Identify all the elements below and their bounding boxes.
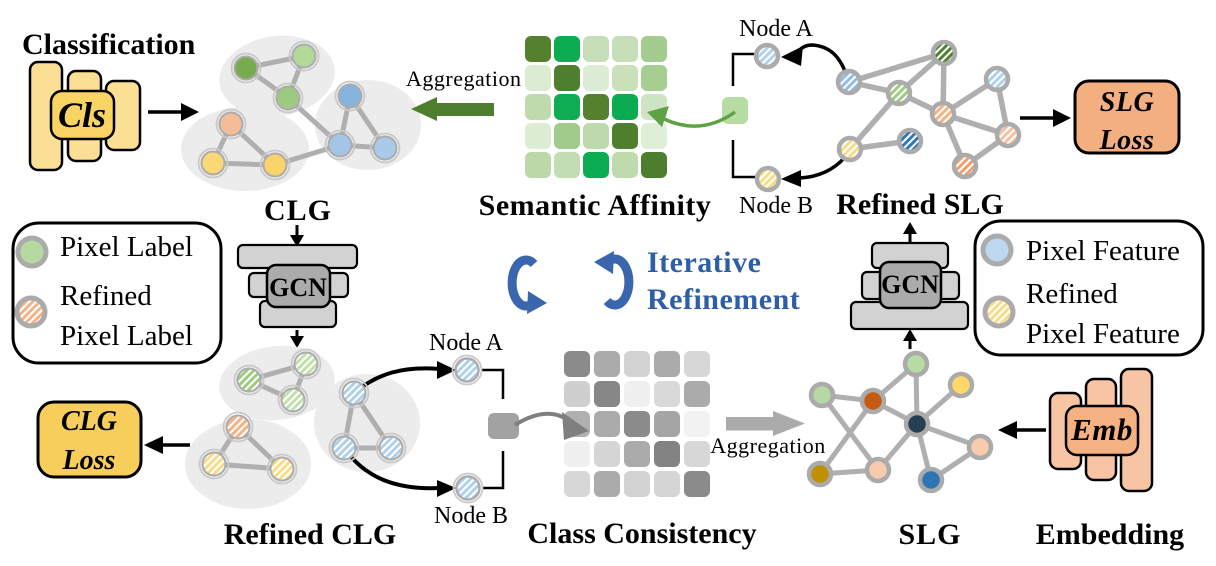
svg-text:Loss: Loss [1099, 125, 1155, 156]
svg-text:Semantic Affinity: Semantic Affinity [479, 189, 712, 222]
svg-text:Node A: Node A [429, 330, 504, 356]
svg-text:Refined: Refined [60, 280, 152, 312]
svg-text:Node A: Node A [739, 16, 814, 42]
svg-text:CLG: CLG [264, 194, 332, 227]
svg-text:Loss: Loss [62, 445, 116, 476]
svg-text:Refined SLG: Refined SLG [836, 188, 1004, 221]
svg-text:Refinement: Refinement [647, 283, 800, 316]
svg-text:Cls: Cls [58, 95, 106, 135]
svg-text:Aggregation: Aggregation [710, 433, 825, 458]
svg-text:GCN: GCN [881, 270, 939, 299]
svg-text:Pixel Label: Pixel Label [60, 231, 193, 263]
svg-text:Embedding: Embedding [1036, 518, 1184, 551]
svg-text:Pixel Feature: Pixel Feature [1026, 235, 1180, 267]
svg-text:Pixel Feature: Pixel Feature [1026, 318, 1180, 350]
svg-text:Refined: Refined [1026, 278, 1118, 310]
svg-text:Emb: Emb [1070, 412, 1133, 447]
svg-text:Node B: Node B [739, 193, 813, 219]
svg-text:SLG: SLG [1100, 87, 1154, 118]
svg-text:Node B: Node B [434, 503, 508, 529]
svg-text:Iterative: Iterative [647, 246, 761, 279]
svg-text:CLG: CLG [61, 406, 117, 437]
svg-text:Classification: Classification [22, 28, 196, 61]
svg-text:Refined CLG: Refined CLG [224, 518, 397, 551]
svg-text:Class Consistency: Class Consistency [527, 517, 756, 550]
svg-text:Pixel Label: Pixel Label [60, 320, 193, 352]
svg-text:Aggregation: Aggregation [406, 66, 521, 91]
svg-text:SLG: SLG [898, 518, 961, 551]
svg-text:GCN: GCN [269, 273, 327, 302]
